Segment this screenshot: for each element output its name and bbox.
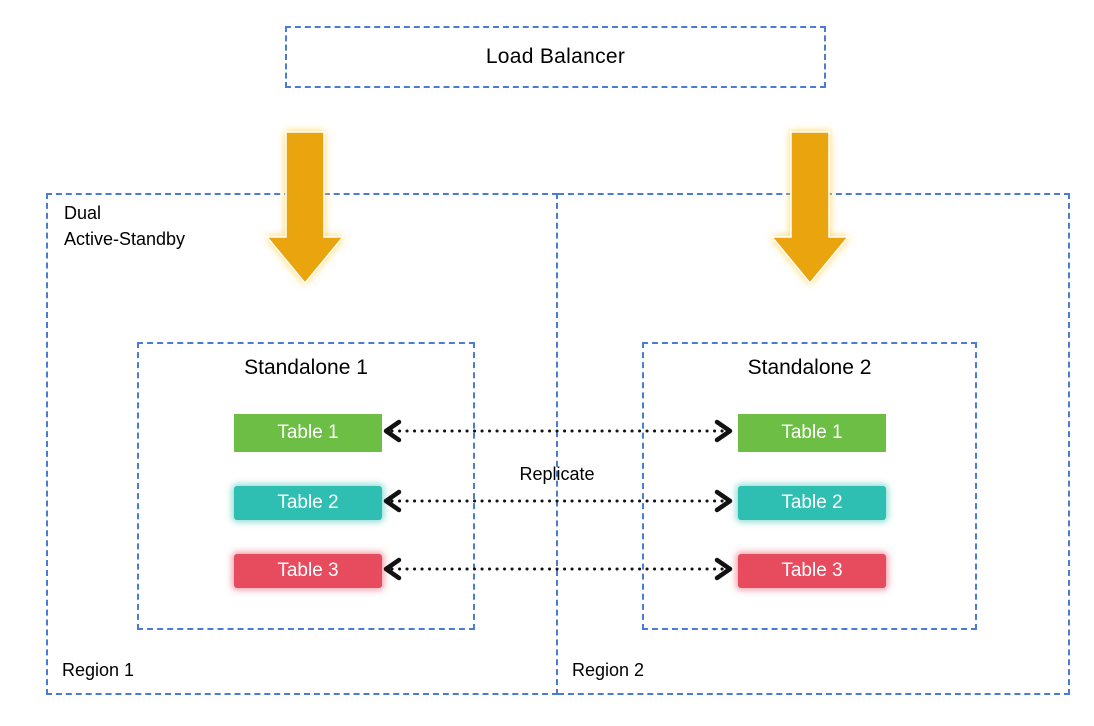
region-1-label: Region 1 bbox=[62, 660, 135, 680]
table-chip: Table 1 bbox=[234, 414, 382, 452]
region-1-box: Dual Active-Standby Region 1 bbox=[46, 193, 558, 695]
table-chip: Table 2 bbox=[234, 486, 382, 520]
table-chip: Table 2 bbox=[738, 486, 886, 520]
dual-label-line1: Dual bbox=[64, 203, 102, 223]
standalone-2-title: Standalone 2 bbox=[747, 356, 872, 379]
table-chip: Table 3 bbox=[738, 554, 886, 588]
dual-active-standby-label: Dual Active-Standby bbox=[64, 200, 185, 252]
standalone-2-box: Standalone 2 Table 1 Table 2 Table 3 bbox=[642, 342, 977, 630]
table-chip: Table 1 bbox=[738, 414, 886, 452]
replicate-label: Replicate bbox=[519, 464, 595, 484]
table-chip: Table 3 bbox=[234, 554, 382, 588]
standalone-1-box: Standalone 1 Table 1 Table 2 Table 3 bbox=[137, 342, 475, 630]
dual-label-line2: Active-Standby bbox=[64, 229, 186, 250]
load-balancer-label: Load Balancer bbox=[485, 45, 626, 68]
standalone-1-title: Standalone 1 bbox=[244, 356, 368, 379]
region-2-label: Region 2 bbox=[572, 660, 645, 680]
load-balancer-box: Load Balancer bbox=[285, 26, 826, 88]
